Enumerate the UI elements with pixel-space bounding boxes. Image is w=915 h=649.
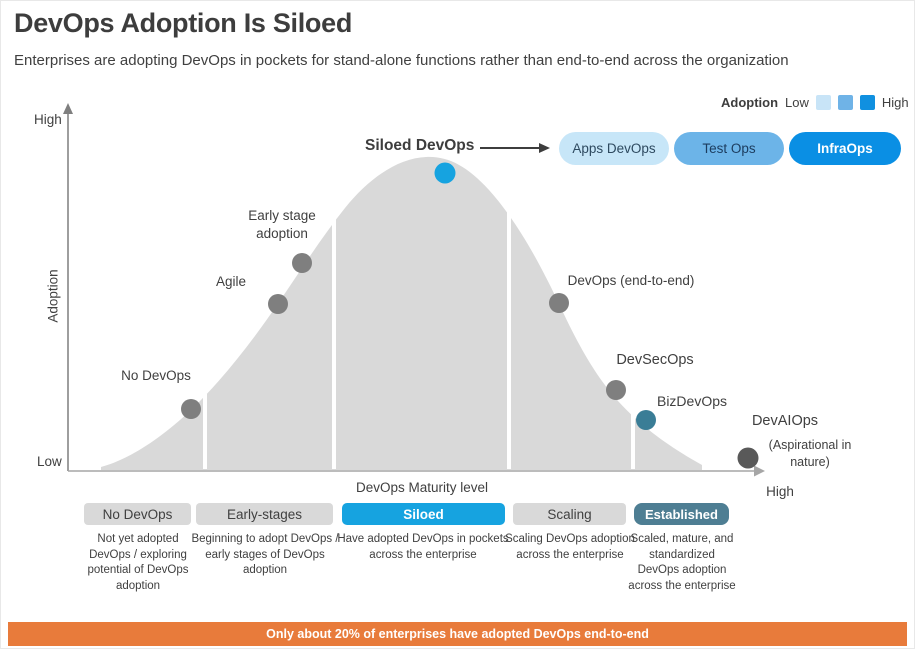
- stage-box-scaling: Scaling: [513, 503, 626, 525]
- pill-infraops: InfraOps: [789, 132, 901, 165]
- x-axis-high-label: High: [766, 484, 794, 499]
- stage-desc-siloed: Have adopted DevOps in pockets across th…: [337, 533, 509, 561]
- stage-desc-established: Scaled, mature, and standardized DevOps …: [628, 533, 736, 592]
- milestone-dot-devsecops: [606, 380, 626, 400]
- milestone-dot-bizdevops: [636, 410, 656, 430]
- milestone-dot-agile: [268, 294, 288, 314]
- bell-curve-shape: [101, 156, 702, 470]
- callout-arrow-head-icon: [539, 143, 550, 153]
- legend-swatch-low-icon: [815, 95, 831, 110]
- legend-swatch-mid-icon: [837, 95, 853, 110]
- pill-apps-devops: Apps DevOps: [559, 132, 669, 165]
- adoption-legend: Adoption Low High: [721, 95, 909, 110]
- stage-desc-scaling: Scaling DevOps adoption across the enter…: [505, 533, 635, 561]
- x-axis-title: DevOps Maturity level: [355, 480, 489, 495]
- legend-title: Adoption: [721, 95, 779, 110]
- key-takeaway-banner: Only about 20% of enterprises have adopt…: [8, 622, 907, 646]
- label-devaiops-note: (Aspirational in nature): [768, 438, 852, 469]
- siloed-devops-callout-label: Siloed DevOps: [365, 137, 475, 154]
- milestone-dot-siloed: [434, 162, 456, 184]
- y-axis-low-label: Low: [37, 454, 62, 469]
- page-title: DevOps Adoption Is Siloed: [14, 8, 353, 38]
- label-devops-end-to-end: DevOps (end-to-end): [567, 273, 695, 288]
- x-axis-arrow-icon: [754, 465, 765, 477]
- stage-desc-early-stages: Beginning to adopt DevOps / early stages…: [191, 533, 339, 577]
- milestone-dot-early-stage: [292, 253, 312, 273]
- stage-box-early-stages: Early-stages: [196, 503, 333, 525]
- label-early-stage-adoption: Early stage adoption: [248, 208, 316, 241]
- label-no-devops: No DevOps: [121, 368, 191, 383]
- stage-box-siloed: Siloed: [342, 503, 505, 525]
- stage-desc-no-devops: Not yet adopted DevOps / exploring poten…: [87, 533, 189, 592]
- page-subtitle: Enterprises are adopting DevOps in pocke…: [14, 52, 789, 69]
- y-axis-high-label: High: [34, 112, 62, 127]
- label-devsecops: DevSecOps: [616, 352, 694, 368]
- label-bizdevops: BizDevOps: [656, 393, 728, 409]
- milestone-dot-devops-e2e: [549, 293, 569, 313]
- legend-high-label: High: [881, 95, 909, 110]
- legend-swatch-high-icon: [859, 95, 875, 110]
- label-devaiops: DevAIOps: [751, 413, 819, 429]
- label-agile: Agile: [215, 274, 247, 289]
- milestone-dot-devaiops: [737, 447, 759, 469]
- stage-box-established: Established: [634, 503, 729, 525]
- pill-test-ops: Test Ops: [674, 132, 784, 165]
- milestone-dot-no-devops: [181, 399, 201, 419]
- banner-text: Only about 20% of enterprises have adopt…: [266, 627, 649, 641]
- legend-low-label: Low: [785, 95, 809, 110]
- y-axis-title: Adoption: [45, 269, 61, 323]
- y-axis-arrow-icon: [63, 103, 73, 114]
- stage-box-no-devops: No DevOps: [84, 503, 191, 525]
